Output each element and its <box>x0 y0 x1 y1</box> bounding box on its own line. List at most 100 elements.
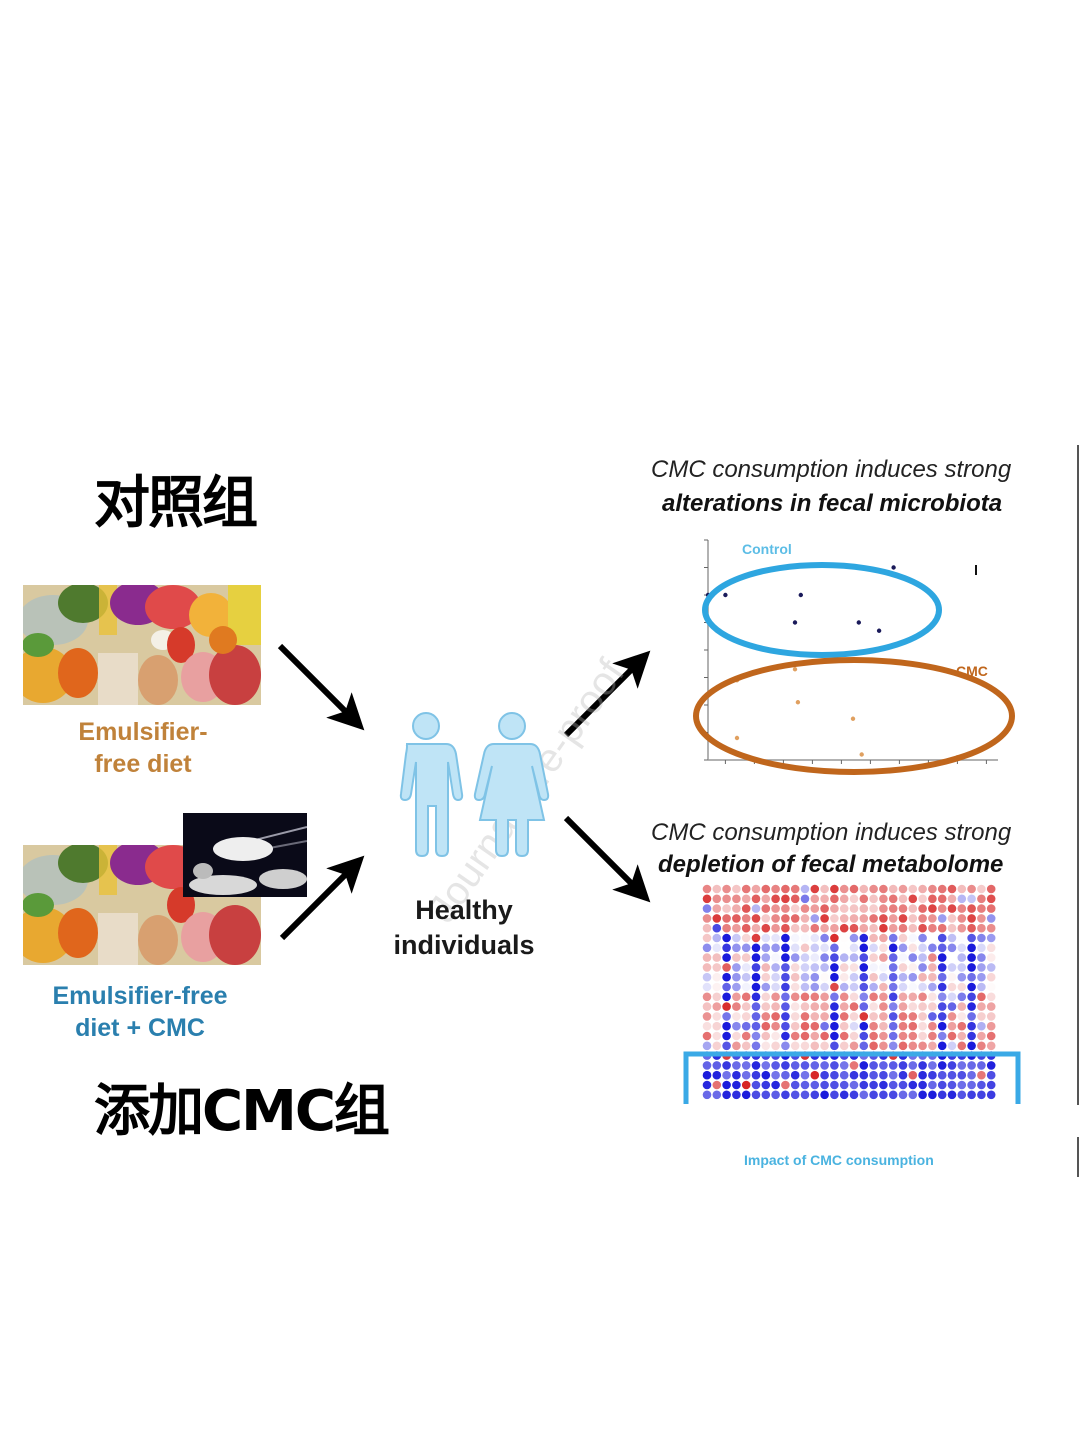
heatmap-cell <box>967 894 976 904</box>
heatmap-cell <box>820 953 829 962</box>
heatmap-cell <box>761 914 771 923</box>
heatmap-cell <box>800 1021 810 1031</box>
heatmap-cell <box>702 953 712 962</box>
heatmap-cell <box>986 972 996 982</box>
heatmap-cell <box>771 914 780 923</box>
heatmap-cell <box>810 1070 820 1080</box>
heatmap-cell <box>722 884 731 894</box>
heatmap-cell <box>712 992 722 1002</box>
heatmap-cell <box>741 904 751 913</box>
heatmap-cell <box>928 972 937 982</box>
heatmap-cell <box>702 933 712 943</box>
heatmap-cell <box>937 1002 947 1011</box>
heatmap-cell <box>869 894 878 904</box>
heatmap-cell <box>908 894 918 904</box>
heatmap-cell <box>741 1012 751 1021</box>
scatter-point-control <box>798 592 803 598</box>
heatmap-cell <box>771 982 780 992</box>
heatmap-cell <box>879 1002 888 1011</box>
female-figure-icon <box>473 712 550 858</box>
heatmap-cell <box>702 1090 712 1100</box>
heatmap-cell <box>800 1031 810 1041</box>
heatmap-cell <box>790 1012 800 1021</box>
diet-b-label-line2: diet + CMC <box>75 1014 205 1042</box>
heatmap-cell <box>859 1090 869 1100</box>
heatmap-cell <box>888 1041 898 1051</box>
heatmap-cell <box>722 992 731 1002</box>
heatmap-cell <box>898 1070 908 1080</box>
control-group-label: 对照组 <box>94 471 258 536</box>
diet-a-label-line2: free diet <box>94 750 192 778</box>
heatmap-cell <box>908 943 918 953</box>
heatmap-cell <box>898 972 908 982</box>
heatmap-cell <box>928 1002 937 1011</box>
heatmap-cell <box>800 972 810 982</box>
heatmap-cell <box>751 943 761 953</box>
heatmap-cell <box>702 884 712 894</box>
heatmap-cell <box>790 933 800 943</box>
heatmap-cell <box>722 1021 731 1031</box>
heatmap-cell <box>751 972 761 982</box>
heatmap-cell <box>810 904 820 913</box>
heatmap-cell <box>947 953 957 962</box>
food-collage <box>23 585 261 705</box>
heatmap-cell <box>918 1002 927 1011</box>
heatmap-cell <box>957 953 967 962</box>
heatmap-cell <box>986 953 996 962</box>
heatmap-cell <box>712 1041 722 1051</box>
heatmap-cell <box>839 904 849 913</box>
heatmap-cell <box>918 953 927 962</box>
heatmap-cell <box>790 1080 800 1090</box>
heatmap-cell <box>712 894 722 904</box>
heatmap-cell <box>957 1012 967 1021</box>
heatmap-cell <box>967 933 976 943</box>
heatmap-cell <box>977 972 986 982</box>
heatmap-cell <box>830 1080 839 1090</box>
heatmap-cell <box>888 1090 898 1100</box>
heatmap-cell <box>800 1080 810 1090</box>
heatmap-cell <box>898 884 908 894</box>
heatmap-cell <box>839 953 849 962</box>
heatmap-cell <box>712 1012 722 1021</box>
heatmap-cell <box>879 933 888 943</box>
heatmap-cell <box>732 1012 741 1021</box>
heatmap-cell <box>937 992 947 1002</box>
heatmap-cell <box>751 1012 761 1021</box>
heatmap-cell <box>790 904 800 913</box>
heatmap-cell <box>898 943 908 953</box>
heatmap-cell <box>937 963 947 972</box>
heatmap-cell <box>986 894 996 904</box>
heatmap-cell <box>761 1021 771 1031</box>
heatmap-cell <box>859 943 869 953</box>
heatmap-cell <box>888 914 898 923</box>
cmc-powder-image <box>183 813 307 897</box>
heatmap-cell <box>918 904 927 913</box>
heatmap-cell <box>986 884 996 894</box>
control-legend-label: Control <box>742 541 792 557</box>
heatmap-cell <box>741 1041 751 1051</box>
heatmap-cell <box>800 914 810 923</box>
heatmap-cell <box>839 1021 849 1031</box>
heatmap-cell <box>810 894 820 904</box>
heatmap-cell <box>839 943 849 953</box>
heatmap-cell <box>879 1070 888 1080</box>
heatmap-cell <box>849 943 859 953</box>
heatmap-cell <box>937 953 947 962</box>
heatmap-cell <box>977 1041 986 1051</box>
heatmap-cell <box>967 904 976 913</box>
heatmap-cell <box>928 933 937 943</box>
heatmap-cell <box>918 963 927 972</box>
heatmap-cell <box>761 943 771 953</box>
heatmap-cell <box>967 953 976 962</box>
heatmap-cell <box>722 1041 731 1051</box>
heatmap-cell <box>761 1070 771 1080</box>
heatmap-cell <box>800 894 810 904</box>
heatmap-cell <box>869 953 878 962</box>
heatmap-cell <box>977 1061 986 1070</box>
heatmap-cell <box>888 894 898 904</box>
heatmap-cell <box>967 914 976 923</box>
heatmap-cell <box>732 894 741 904</box>
heatmap-cell <box>810 1090 820 1100</box>
heatmap-cell <box>898 923 908 933</box>
heatmap-cell <box>908 1031 918 1041</box>
